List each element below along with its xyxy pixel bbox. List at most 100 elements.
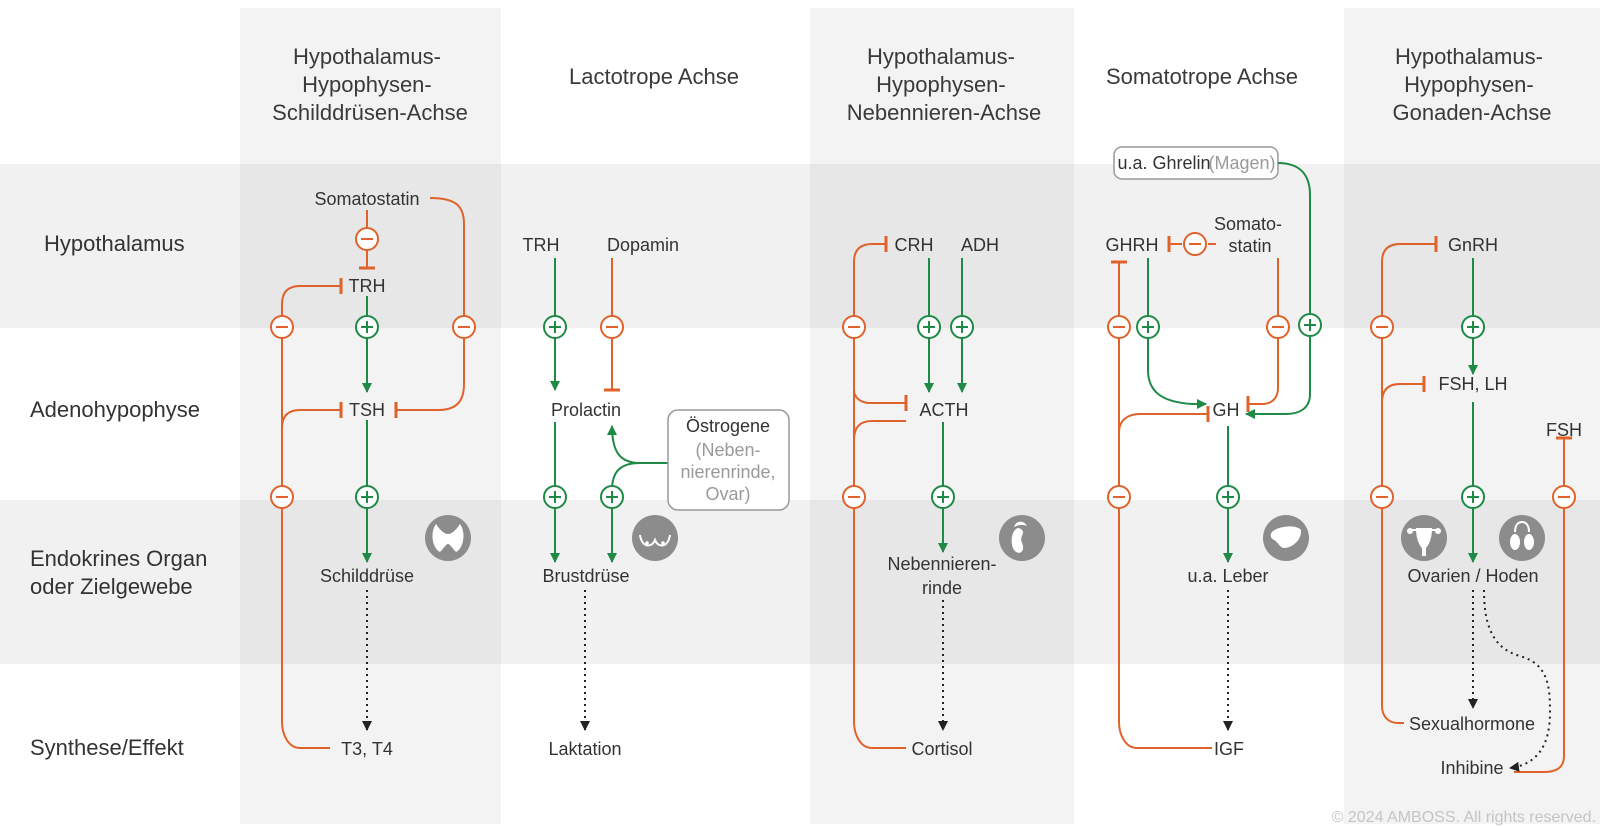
adrenal-cortisol-acth-feedback-1 <box>853 389 908 411</box>
node-trh: TRH <box>349 276 386 296</box>
somato-ghrelin-gh-arrow <box>1245 162 1311 419</box>
row-label-endokrin-line1: Endokrines Organ <box>30 546 207 571</box>
node-sexualhormone: Sexualhormone <box>1409 714 1535 734</box>
header-gonad-axis: Hypothalamus- Hypophysen- Gonaden-Achse <box>1393 44 1552 125</box>
node-prolactin: Prolactin <box>551 400 621 420</box>
thyroid-t3t4-tsh-feedback <box>281 402 343 429</box>
copyright: © 2024 AMBOSS. All rights reserved. <box>1332 809 1596 826</box>
oestrogen-source-3: Ovar) <box>706 484 751 504</box>
node-gnrh: GnRH <box>1448 235 1498 255</box>
sign-minus <box>270 485 294 509</box>
node-nebennierenrinde-line2: rinde <box>922 578 962 598</box>
node-tsh: TSH <box>349 400 385 420</box>
gonad-axis: GnRH FSH, LH FSH Ovarien / Hoden Sexualh… <box>1370 235 1582 778</box>
sign-plus <box>600 485 624 509</box>
node-ovarien-hoden: Ovarien / Hoden <box>1407 566 1538 586</box>
somato-ghrh-gh-arrow <box>1147 258 1207 409</box>
sign-plus <box>355 315 379 339</box>
node-trh: TRH <box>523 235 560 255</box>
sign-plus <box>355 485 379 509</box>
sign-minus <box>270 315 294 339</box>
header-lactotrope-axis: Lactotrope Achse <box>569 64 739 89</box>
node-fsh-lh: FSH, LH <box>1438 374 1507 394</box>
sign-minus <box>1107 485 1131 509</box>
node-igf: IGF <box>1214 739 1244 759</box>
header-adrenal-axis: Hypothalamus- Hypophysen- Nebennieren-Ac… <box>847 44 1041 125</box>
somato-somatostatin-gh-inhibition <box>1246 258 1279 412</box>
sign-plus <box>1461 315 1485 339</box>
column-headers: Hypothalamus- Hypophysen- Schilddrüsen-A… <box>272 44 1551 125</box>
thyroid-t3t4-trh-feedback <box>281 278 343 749</box>
row-label-hypothalamus: Hypothalamus <box>44 231 185 256</box>
thyroid-icon <box>425 515 471 561</box>
uterus-icon <box>1401 515 1447 561</box>
node-acth: ACTH <box>920 400 969 420</box>
header-somatotrope-axis: Somatotrope Achse <box>1106 64 1298 89</box>
node-leber: u.a. Leber <box>1187 566 1268 586</box>
gonad-inhibine-fsh-inhibition <box>1514 436 1572 773</box>
sign-plus <box>543 485 567 509</box>
background <box>0 8 1600 824</box>
sign-plus <box>950 315 974 339</box>
node-laktation: Laktation <box>548 739 621 759</box>
sign-minus <box>1107 315 1131 339</box>
thyroid-axis: Somatostatin TRH TSH Schilddrüse T3, T4 <box>270 189 476 759</box>
header-thyroid-axis: Hypothalamus- Hypophysen- Schilddrüsen-A… <box>272 44 468 125</box>
sign-minus <box>842 315 866 339</box>
sign-minus <box>1183 232 1207 256</box>
sign-plus <box>543 315 567 339</box>
sign-minus <box>600 315 624 339</box>
sign-plus <box>931 485 955 509</box>
node-adh: ADH <box>961 235 999 255</box>
sign-minus <box>1370 315 1394 339</box>
row-label-adenohypophyse: Adenohypophyse <box>30 397 200 422</box>
node-somatostatin: Somatostatin <box>314 189 419 209</box>
sign-minus <box>1266 315 1290 339</box>
sign-plus <box>1461 485 1485 509</box>
testes-icon <box>1499 515 1545 561</box>
node-ghrelin: u.a. Ghrelin <box>1117 153 1210 173</box>
ghrelin-box: u.a. Ghrelin (Magen) <box>1113 146 1279 180</box>
sign-plus <box>1136 315 1160 339</box>
gonad-sexualhormone-gnrh-feedback <box>1381 236 1438 724</box>
gonad-sexualhormone-fshlh-feedback <box>1381 376 1426 403</box>
somato-igf-gh-feedback <box>1118 406 1210 433</box>
lactotrope-axis: TRH Dopamin Prolactin Brustdrüse Laktati… <box>523 235 790 759</box>
node-somatostatin-line1: Somato- <box>1214 214 1282 234</box>
sign-minus <box>452 315 476 339</box>
sign-minus <box>842 485 866 509</box>
node-ghrh: GHRH <box>1106 235 1159 255</box>
node-nebennierenrinde-line1: Nebennieren- <box>887 554 996 574</box>
sign-minus <box>1370 485 1394 509</box>
sign-minus <box>355 227 379 251</box>
node-t3-t4: T3, T4 <box>341 739 393 759</box>
breast-icon <box>632 515 678 561</box>
node-schilddruese: Schilddrüse <box>320 566 414 586</box>
node-crh: CRH <box>895 235 934 255</box>
adrenal-axis: CRH ADH ACTH Nebennieren- rinde Cortisol <box>842 235 1045 759</box>
node-fsh: FSH <box>1546 420 1582 440</box>
sign-plus <box>1216 485 1240 509</box>
adrenal-cortisol-acth-feedback-2 <box>853 420 906 441</box>
sign-plus <box>1298 313 1322 337</box>
sign-minus <box>1552 485 1576 509</box>
node-dopamin: Dopamin <box>607 235 679 255</box>
oestrogen-source-2: nierenrinde, <box>680 462 775 482</box>
node-brustdruese: Brustdrüse <box>542 566 629 586</box>
somato-igf-ghrh-feedback <box>1111 260 1212 749</box>
oestrogen-source-1: (Neben- <box>695 440 760 460</box>
oestrogen-box: Östrogene (Neben- nierenrinde, Ovar) <box>667 409 790 511</box>
row-label-synthese: Synthese/Effekt <box>30 735 184 760</box>
lacto-oestrogen-prolactin-arrow <box>607 425 641 464</box>
column-thyroid <box>240 8 501 824</box>
liver-icon <box>1263 515 1309 561</box>
row-label-endokrin-line2: oder Zielgewebe <box>30 574 193 599</box>
node-cortisol: Cortisol <box>911 739 972 759</box>
node-ghrelin-source: (Magen) <box>1208 153 1275 173</box>
node-somatostatin-line2: statin <box>1228 236 1271 256</box>
node-gh: GH <box>1213 400 1240 420</box>
sign-plus <box>917 315 941 339</box>
thyroid-somatostatin-tsh-inhibition <box>394 197 465 418</box>
adrenal-icon <box>999 515 1045 561</box>
